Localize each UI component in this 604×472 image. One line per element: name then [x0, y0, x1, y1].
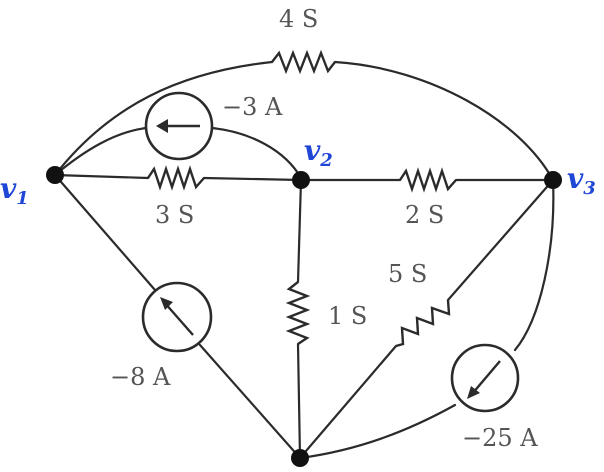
label-neg25a: −25 A	[462, 424, 538, 452]
node-v3-label: v3	[567, 162, 596, 199]
node-v2-dot	[292, 171, 310, 189]
node-bottom-dot	[291, 449, 309, 467]
wire-v3-to-25a	[513, 178, 555, 352]
node-v1-label: v1	[0, 172, 29, 209]
resistor-3s	[147, 165, 205, 191]
wire-3a-arc-left	[53, 126, 148, 177]
wire-v1-to-8a	[53, 173, 157, 292]
node-v2-label: v2	[304, 134, 333, 171]
label-5s: 5 S	[388, 260, 427, 288]
label-3s: 3 S	[155, 201, 194, 229]
wire-5s-to-bottom	[298, 344, 398, 460]
resistor-5s	[395, 299, 451, 348]
node-v3-dot	[544, 171, 562, 189]
resistor-4s	[271, 49, 336, 75]
resistor-1s	[285, 281, 311, 345]
resistor-2s	[399, 167, 457, 193]
node-v1-dot	[46, 166, 64, 184]
wire-v2-to-1s	[296, 178, 303, 284]
wire-3a-arc-right	[210, 126, 303, 180]
label-neg8a: −8 A	[110, 363, 171, 391]
wire-25a-to-bottom	[298, 403, 457, 460]
wire-v1-to-3s	[53, 173, 150, 180]
wire-top-arc-left	[53, 60, 274, 177]
label-4s: 4 S	[279, 5, 318, 33]
wire-v3-to-5s	[446, 178, 555, 302]
current-source-neg3a	[144, 91, 214, 161]
wire-top-arc-right	[333, 60, 555, 182]
wire-1s-to-bottom	[296, 342, 302, 460]
current-source-neg8a	[141, 281, 213, 353]
wire-3s-to-v2	[202, 176, 303, 182]
wire-8a-to-bottom	[198, 343, 302, 460]
label-neg3a: −3 A	[222, 93, 283, 121]
label-1s: 1 S	[328, 302, 367, 330]
label-2s: 2 S	[405, 201, 444, 229]
current-source-neg25a	[450, 343, 520, 413]
